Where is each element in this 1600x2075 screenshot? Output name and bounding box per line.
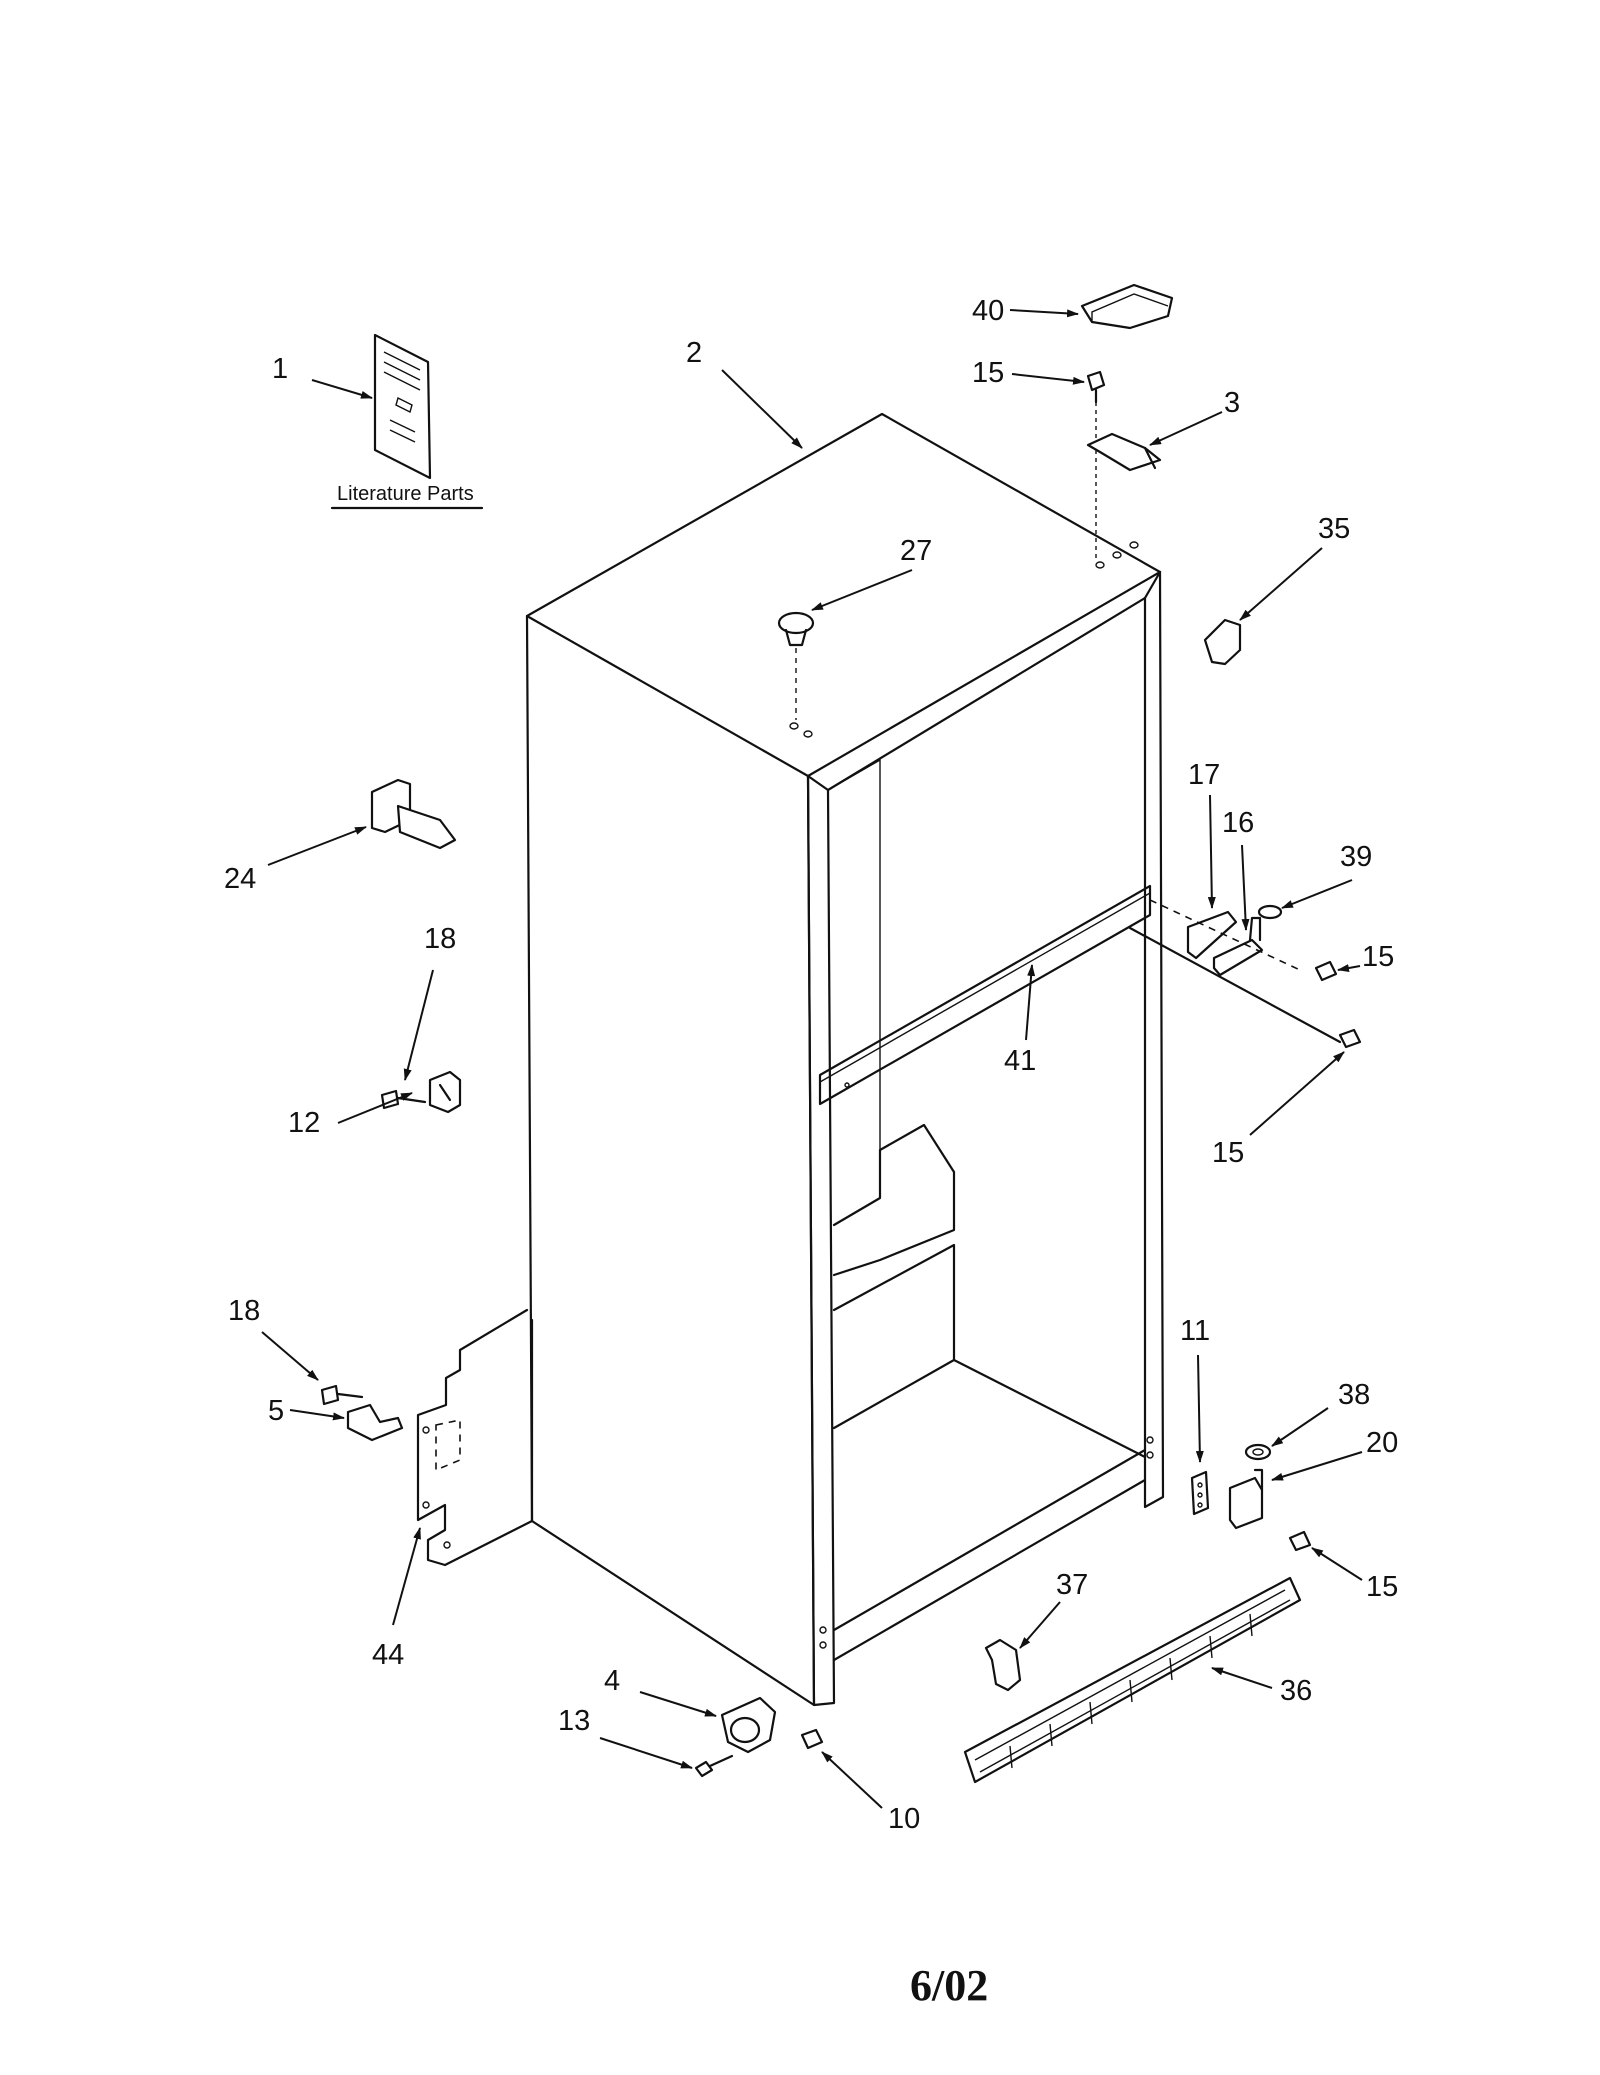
shim-11	[1190, 1470, 1210, 1516]
callout-10: 10	[888, 1803, 920, 1835]
callout-39: 39	[1340, 841, 1372, 873]
latch-12	[428, 1070, 462, 1114]
callout-11: 11	[1180, 1315, 1210, 1347]
callout-24: 24	[224, 863, 256, 895]
screw-18-lower	[320, 1384, 364, 1406]
callout-13: 13	[558, 1705, 590, 1737]
callout-44: 44	[372, 1639, 404, 1671]
screw-15-bottom	[1288, 1530, 1312, 1552]
callout-18: 18	[424, 923, 456, 955]
top-hinge-3	[1086, 432, 1162, 472]
callout-4: 4	[604, 1665, 620, 1697]
literature-label: Literature Parts	[337, 483, 474, 505]
clamp-5	[346, 1403, 404, 1442]
callout-15: 15	[1362, 941, 1394, 973]
screw-10	[800, 1728, 824, 1750]
leveling-leg-24	[370, 778, 457, 850]
callout-15: 15	[1212, 1137, 1244, 1169]
callout-5: 5	[268, 1395, 284, 1427]
callout-35: 35	[1318, 513, 1350, 545]
callout-2: 2	[686, 337, 702, 369]
callout-36: 36	[1280, 1675, 1312, 1707]
leader-arrows	[261, 309, 1363, 1809]
screw-15-hinge-a	[1314, 960, 1338, 982]
center-hinge	[1128, 899, 1342, 1044]
callout-3: 3	[1224, 387, 1240, 419]
roller-4	[720, 1696, 777, 1754]
clip-37	[984, 1638, 1022, 1692]
rear-panel	[416, 1308, 534, 1567]
callout-37: 37	[1056, 1569, 1088, 1601]
toe-grille-36	[963, 1576, 1302, 1784]
callout-18: 18	[228, 1295, 260, 1327]
hinge-cover-40	[1080, 283, 1174, 330]
callout-17: 17	[1188, 759, 1220, 791]
cabinet-shell	[525, 412, 1165, 1707]
callout-12: 12	[288, 1107, 320, 1139]
screw-15-hinge-b	[1338, 1028, 1362, 1049]
screw-13	[694, 1754, 734, 1778]
callout-41: 41	[1004, 1045, 1036, 1077]
callout-16: 16	[1222, 807, 1254, 839]
bumper-35	[1203, 618, 1242, 666]
footer-date: 6/02	[910, 1961, 988, 2010]
screw-18-upper	[380, 1089, 427, 1110]
callout-15: 15	[972, 357, 1004, 389]
callout-20: 20	[1366, 1427, 1398, 1459]
screw-top	[1086, 370, 1106, 560]
callout-27: 27	[900, 535, 932, 567]
callout-38: 38	[1338, 1379, 1370, 1411]
bottom-hinge-20	[1228, 1468, 1264, 1530]
callout-40: 40	[972, 295, 1004, 327]
washer-38	[1244, 1443, 1272, 1461]
callout-15: 15	[1366, 1571, 1398, 1603]
literature-booklet	[373, 333, 432, 480]
callout-labels: 1 2 40 15 3 35 27 24 18 12 17 16 39 15 4…	[224, 295, 1398, 1835]
plug-27	[777, 611, 815, 720]
callout-1: 1	[272, 353, 288, 385]
